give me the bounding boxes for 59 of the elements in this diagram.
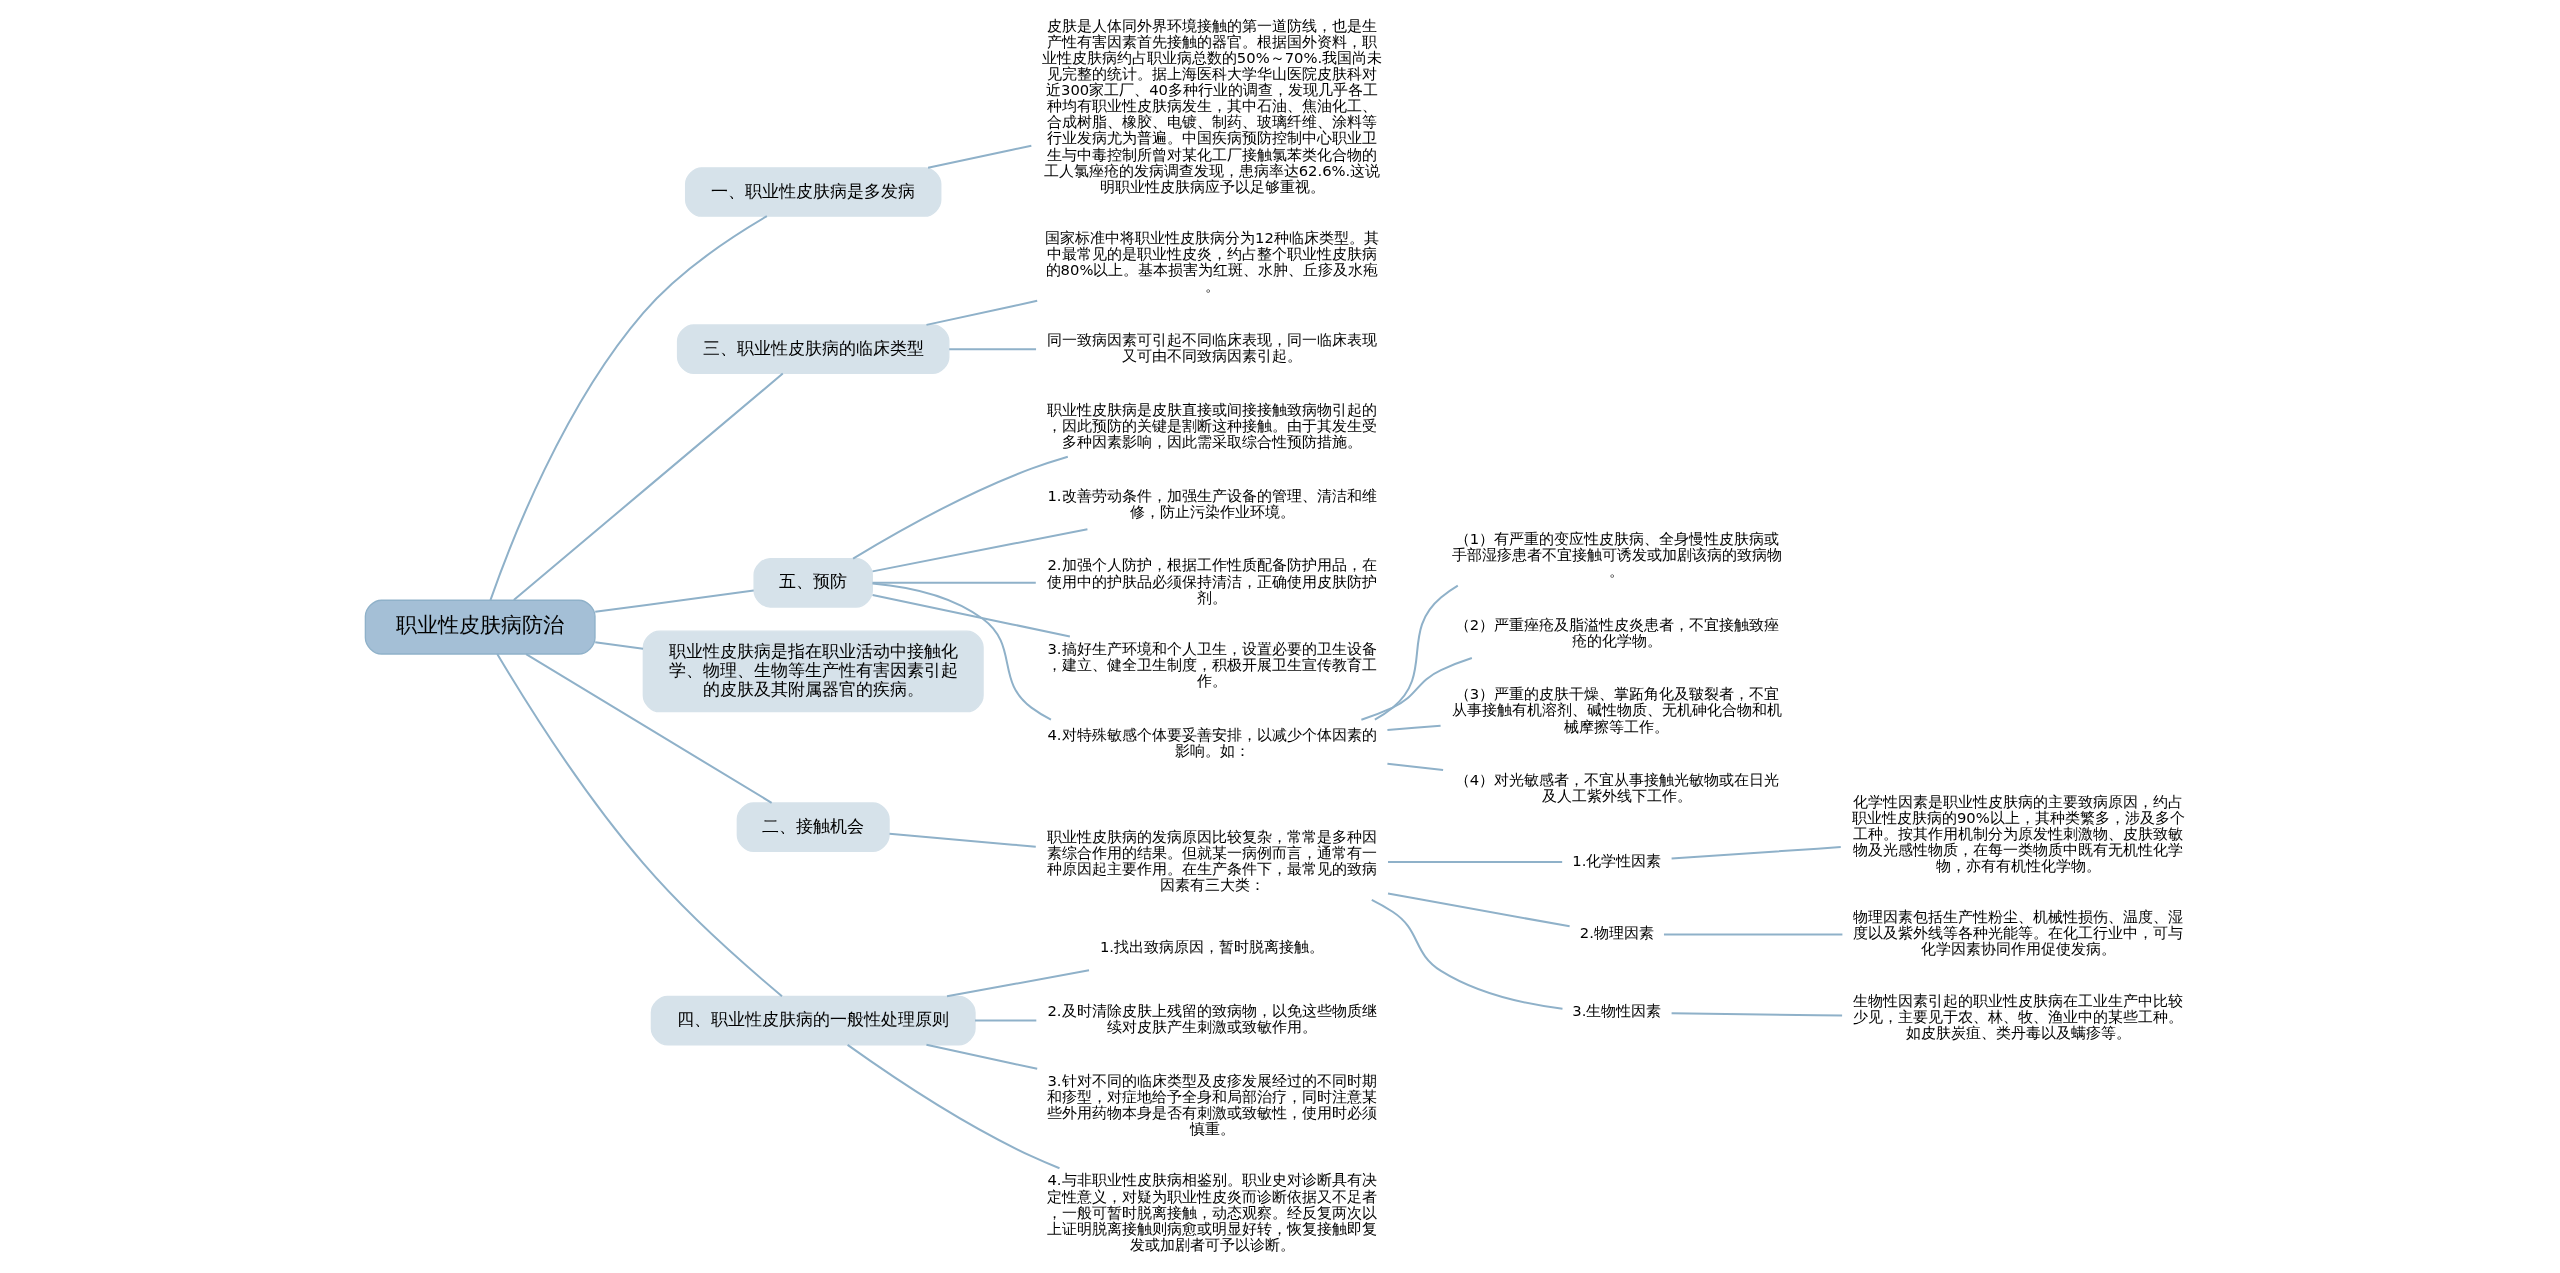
- node-box: 二、接触机会: [736, 802, 890, 852]
- node-text: 2.物理因素: [1579, 924, 1654, 942]
- node-text: 3.搞好生产环境和个人卫生，设置必要的卫生设备，建立、健全卫生制度，积极开展卫生宣传教育工作。: [1046, 639, 1377, 689]
- node-text: 2.及时清除皮肤上残留的致病物，以免这些物质继续对皮肤产生刺激或致敏作用。: [1046, 1002, 1377, 1036]
- connector: [927, 144, 1032, 169]
- node-text: 生物性因素引起的职业性皮肤病在工业生产中比较少见，主要见于农、林、牧、渔业中的某些工种。如皮肤炭疽、类丹毒以及螨疹等。: [1852, 991, 2183, 1041]
- connector: [495, 653, 783, 997]
- node-text: （4）对光敏感者，不宜从事接触光敏物或在日光及人工紫外线下工作。: [1454, 771, 1779, 805]
- node-box: 五、预防: [752, 557, 873, 608]
- connector: [1386, 724, 1441, 731]
- connector: [1387, 861, 1562, 864]
- connector: [1663, 933, 1842, 936]
- connector: [888, 832, 1036, 848]
- connector: [852, 455, 1068, 560]
- connector: [1373, 584, 1458, 721]
- connector: [1370, 899, 1563, 1010]
- node-text: 1.改善劳动条件，加强生产设备的管理、清洁和维修，防止污染作业环境。: [1046, 486, 1377, 520]
- connector: [872, 581, 1036, 584]
- node-text: 职业性皮肤病是皮肤直接或间接接触致病物引起的，因此预防的关键是割断这种接触。由于其发生受多种因素影响，因此需采取综合性预防措施。: [1046, 400, 1377, 450]
- node-text: 皮肤是人体同外界环境接触的第一道防线，也是生产性有害因素首先接触的器官。根据国外资料，职业性皮肤病约占职业病总数的50%～70%.我国尚未见完整的统计。据上海医科大学华山医院皮肤科对近300家工厂、40多种行业的调查，发现几乎各工种均有职业性皮肤病发生，其中石油、焦油化工、合成树脂、橡胶、电镀、制药、玻璃纤维、涂料等行业发病尤为普遍。中国疾病预防控制中心职业卫生与中毒控制所曾对某化工厂接触氯苯类化合物的工人氯痤疮的发病调查发现，患病率达62.6%.这说明职业性皮肤病应予以足够重视。: [1041, 16, 1382, 195]
- connector: [1360, 657, 1472, 721]
- connector: [1671, 1012, 1842, 1017]
- connector: [925, 1043, 1037, 1070]
- connector: [1671, 846, 1841, 860]
- node-box: 三、职业性皮肤病的临床类型: [676, 324, 949, 374]
- connector: [948, 348, 1036, 351]
- connector: [925, 299, 1037, 326]
- node-box: 一、职业性皮肤病是多发病: [684, 167, 941, 217]
- node-box: 职业性皮肤病是指在职业活动中接触化学、物理、生物等生产性有害因素引起的皮肤及其附属器官的疾病。: [642, 630, 984, 713]
- connector: [594, 641, 643, 650]
- connector: [871, 594, 1070, 638]
- connector: [525, 653, 772, 804]
- node-box: 职业性皮肤病防治: [364, 599, 596, 655]
- node-text: 3.生物性因素: [1571, 1002, 1661, 1020]
- node-text: 1.化学性因素: [1571, 851, 1661, 869]
- node-text: （2）严重痤疮及脂溢性皮炎患者，不宜接触致痤疮的化学物。: [1454, 615, 1779, 649]
- connector: [974, 1019, 1036, 1022]
- connector: [871, 528, 1088, 573]
- connector: [846, 1044, 1060, 1170]
- node-text: 物理因素包括生产性粉尘、机械性损伤、温度、湿度以及紫外线等各种光能等。在化工行业中，可与化学因素协同作用促使发病。: [1852, 908, 2183, 958]
- node-text: 3.针对不同的临床类型及皮疹发展经过的不同时期和疹型，对症地给予全身和局部治疗，同时注意某些外用药物本身是否有刺激或致敏性，使用时必须慎重。: [1046, 1072, 1377, 1138]
- node-text: （1）有严重的变应性皮肤病、全身慢性皮肤病或手部湿疹患者不宜接触可诱发或加剧该病的致病物。: [1451, 529, 1782, 579]
- node-text: 职业性皮肤病的发病原因比较复杂，常常是多种因素综合作用的结果。但就某一病例而言，通常有一种原因起主要作用。在生产条件下，最常见的致病因素有三大类：: [1046, 827, 1377, 894]
- connector: [512, 372, 783, 601]
- node-text: （3）严重的皮肤干燥、掌跖角化及皲裂者，不宜从事接触有机溶剂、碱性物质、无机砷化合物和机械摩擦等工作。: [1451, 685, 1782, 735]
- node-text: 4.对特殊敏感个体要妥善安排，以减少个体因素的影响。如：: [1046, 725, 1377, 759]
- connector: [946, 969, 1089, 998]
- node-text: 1.找出致病原因，暂时脱离接触。: [1099, 937, 1324, 955]
- node-text: 化学性因素是职业性皮肤病的主要致病原因，约占职业性皮肤病的90%以上，其种类繁多，涉及多个工种。按其作用机制分为原发性刺激物、皮肤致敏物及光感性物质，在每一类物质中既有无机性化学物，亦有有机性化学物。: [1851, 792, 2185, 875]
- connector: [489, 215, 767, 601]
- connector: [594, 589, 754, 613]
- node-box: 四、职业性皮肤病的一般性处理原则: [650, 995, 976, 1046]
- node-text: 2.加强个人防护，根据工作性质配备防护用品，在使用中的护肤品必须保持清洁，正确使用皮肤防护剂。: [1046, 556, 1377, 606]
- node-text: 4.与非职业性皮肤病相鉴别。职业史对诊断具有决定性意义，对疑为职业性皮炎而诊断依据又不足者，一般可暂时脱离接触，动态观察。经反复两次以上证明脱离接触则病愈或明显好转，恢复接触即复发或加剧者可予以诊断。: [1046, 1171, 1377, 1253]
- node-text: 同一致病因素可引起不同临床表现，同一临床表现又可由不同致病因素引起。: [1046, 330, 1377, 364]
- connector: [871, 582, 1051, 721]
- node-text: 国家标准中将职业性皮肤病分为12种临床类型。其中最常见的是职业性皮炎，约占整个职业性皮肤病的80%以上。基本损害为红斑、水肿、丘疹及水疱。: [1044, 228, 1379, 295]
- connector: [1386, 762, 1443, 771]
- connector: [1387, 892, 1570, 928]
